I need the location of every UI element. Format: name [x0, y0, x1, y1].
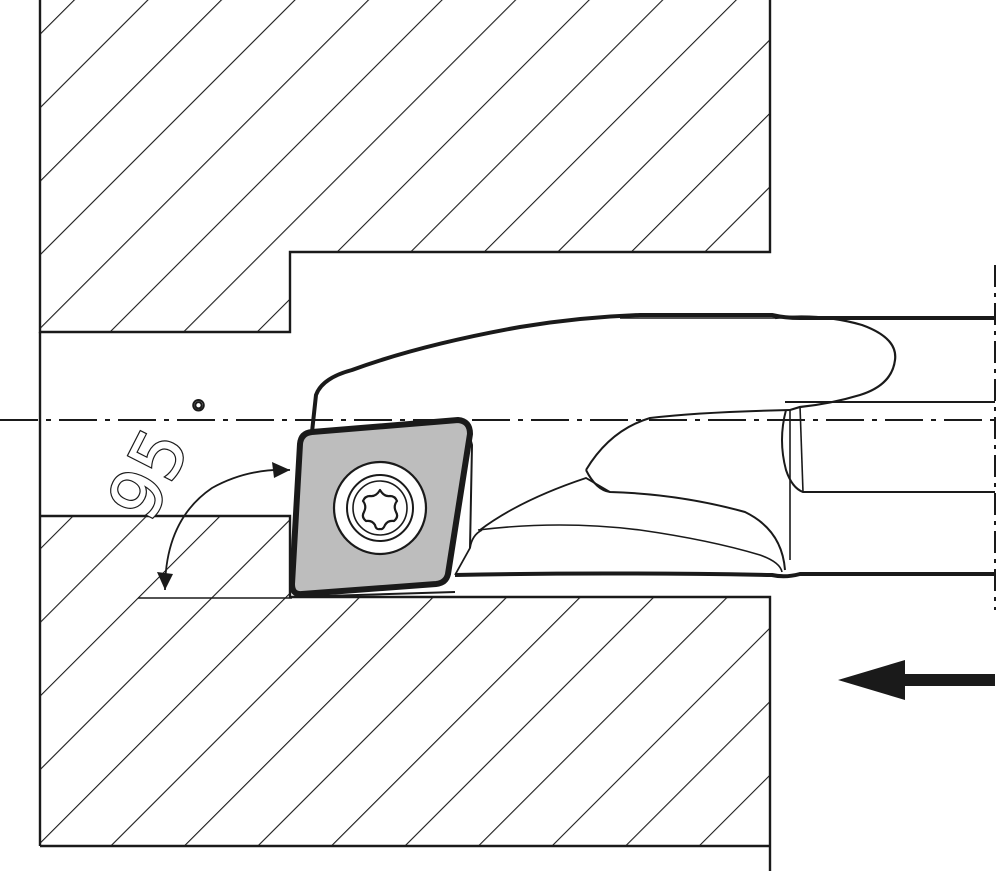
degree-symbol: °	[190, 394, 207, 434]
arrow-left-icon	[838, 660, 995, 700]
torx-screw-icon	[332, 460, 428, 556]
tool-shank	[291, 313, 995, 598]
cutting-insert	[289, 417, 473, 598]
